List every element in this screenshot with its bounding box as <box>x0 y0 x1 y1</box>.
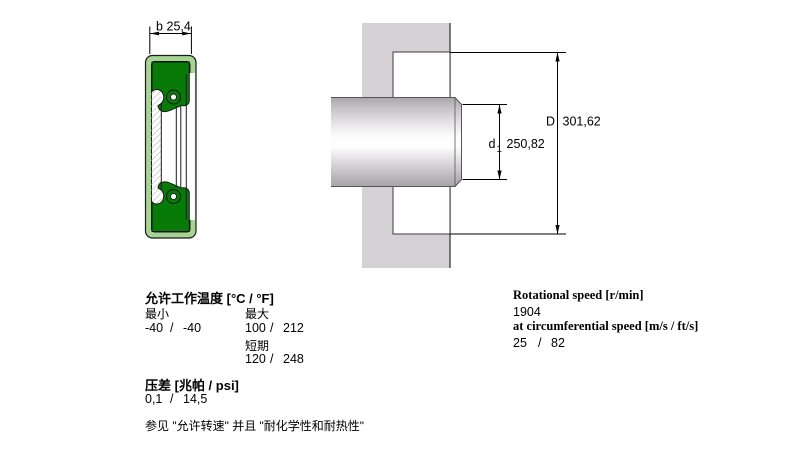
garter-spring-top-core <box>170 93 177 101</box>
D-dimension-value: 301,62 <box>563 115 601 129</box>
rotational-speed-title: Rotational speed [r/min] <box>513 288 644 302</box>
separator: / <box>170 392 174 406</box>
seal-top-rubber <box>151 61 190 113</box>
shaft <box>331 97 462 187</box>
rotational-speed-value: 1904 <box>513 305 541 319</box>
temperature-min-label: 最小 <box>145 307 170 321</box>
shaft-outline <box>331 97 462 187</box>
reference-note: 参见 "允许转速" 并且 "耐化学性和耐热性" <box>145 419 365 433</box>
separator: / <box>538 336 542 350</box>
b-dimension <box>149 26 192 54</box>
seal-cross-section-drawing: b 25,4 <box>144 20 197 239</box>
installation-drawing: D 301,62 d 1 250,82 <box>331 23 601 268</box>
D-dimension <box>450 52 566 235</box>
seal-seat-bottom <box>392 184 451 235</box>
circumferential-speed-title: at circumferential speed [m/s / ft/s] <box>513 319 699 333</box>
temperature-short-f: 248 <box>283 352 304 366</box>
D-dimension-label: D <box>546 115 555 129</box>
pressure-section-title: 压差 [兆帕 / psi] <box>145 378 239 393</box>
temperature-min-values: -40 / -40 <box>145 321 201 335</box>
d1-dimension-value: 250,82 <box>507 137 545 151</box>
temperature-min-c: -40 <box>145 321 164 335</box>
temperature-min-f: -40 <box>183 321 202 335</box>
temperature-short-c: 120 <box>245 352 266 366</box>
circumferential-speed-values: 25 / 82 <box>513 336 565 350</box>
d1-dimension <box>462 104 507 180</box>
temperature-max-c: 100 <box>245 321 266 335</box>
separator: / <box>170 321 174 335</box>
circumferential-speed-ms: 25 <box>513 336 527 350</box>
pressure-values: 0,1 / 14,5 <box>145 392 207 406</box>
garter-spring-bottom-core <box>170 193 177 200</box>
pressure-psi: 14,5 <box>183 392 208 406</box>
separator: / <box>270 321 274 335</box>
circumferential-speed-fts: 82 <box>551 336 565 350</box>
d1-dimension-subscript: 1 <box>497 144 502 155</box>
b-dimension-label: b <box>156 20 163 34</box>
seal-case-lines <box>160 74 187 220</box>
temperature-max-label: 最大 <box>245 307 270 321</box>
temperature-max-values: 100 / 212 <box>245 321 304 335</box>
seal-hatch-area <box>151 62 162 232</box>
temperature-max-f: 212 <box>283 321 304 335</box>
separator: / <box>270 352 274 366</box>
pressure-mpa: 0,1 <box>145 392 163 406</box>
technical-drawing-svg: b 25,4 D 301,62 <box>144 20 601 268</box>
b-dimension-value: 25,4 <box>167 20 191 34</box>
d1-dimension-label: d <box>489 137 496 151</box>
temperature-short-term-label: 短期 <box>245 339 270 353</box>
seal-seat-top <box>392 51 451 102</box>
seal-right-open-side <box>186 73 195 220</box>
temperature-short-values: 120 / 248 <box>245 352 304 366</box>
temperature-section-title: 允许工作温度 [°C / °F] <box>145 291 274 306</box>
